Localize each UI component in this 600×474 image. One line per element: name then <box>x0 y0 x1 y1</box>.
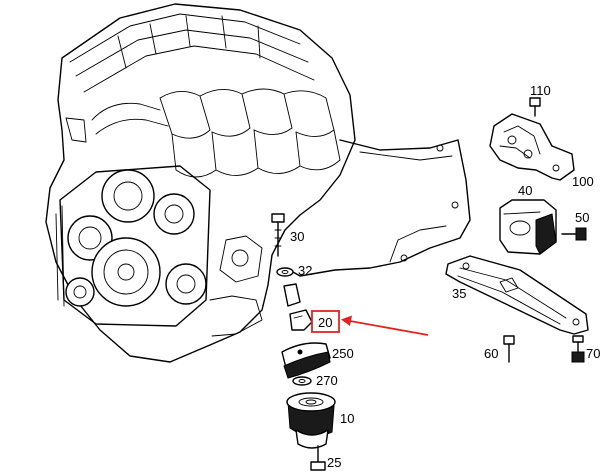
engine-assembly <box>45 3 471 363</box>
highlight-box <box>311 310 340 333</box>
callout-250: 250 <box>332 346 354 361</box>
transmission-mount-40 <box>499 199 557 255</box>
heat-shield-250 <box>281 342 331 379</box>
bracket-100 <box>489 113 575 181</box>
callout-50: 50 <box>575 210 589 225</box>
washer-32 <box>276 267 294 277</box>
callout-100: 100 <box>572 174 594 189</box>
bolt-30 <box>271 213 285 257</box>
highlight-annotation <box>311 310 429 336</box>
callout-30: 30 <box>290 229 304 244</box>
crossmember-35 <box>445 255 589 335</box>
belt-drive <box>55 165 211 327</box>
callout-labels: 110 50 100 40 30 32 35 20 250 270 10 25 … <box>290 83 600 470</box>
bolt-110 <box>529 97 541 117</box>
callout-110: 110 <box>530 83 551 98</box>
bolt-25 <box>310 445 326 471</box>
callout-70: 70 <box>586 346 600 361</box>
engine-mount-10 <box>286 392 336 449</box>
callout-60: 60 <box>484 346 498 361</box>
highlight-arrow-shaft <box>349 320 429 336</box>
bolt-70 <box>571 335 585 363</box>
engine-bracket-20 <box>289 309 313 331</box>
callout-270: 270 <box>316 373 338 388</box>
callout-40: 40 <box>518 183 532 198</box>
callout-20: 20 <box>318 315 332 330</box>
callout-32: 32 <box>298 263 312 278</box>
bolt-50 <box>561 227 587 241</box>
washer-270 <box>292 376 312 386</box>
highlight-arrowhead <box>341 315 352 326</box>
bolt-60 <box>503 335 515 363</box>
callout-35: 35 <box>452 286 466 301</box>
callout-10: 10 <box>340 411 354 426</box>
callout-25: 25 <box>327 455 341 470</box>
